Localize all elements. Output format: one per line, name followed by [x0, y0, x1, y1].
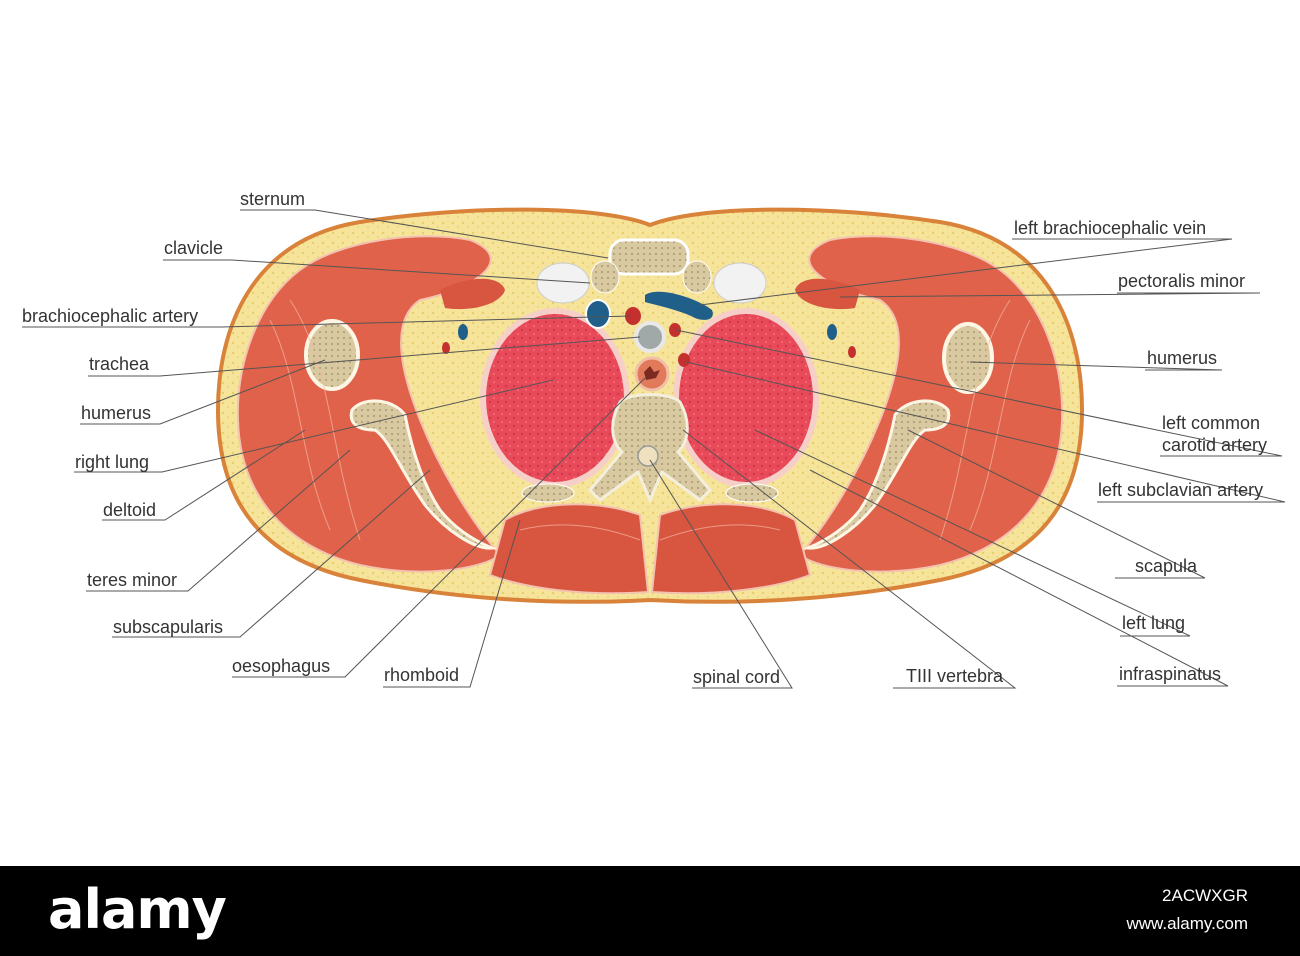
leader-subscapularis: [112, 469, 431, 638]
label-clavicle: clavicle: [164, 238, 224, 258]
label-humerus-left: humerus: [1147, 348, 1218, 368]
label-left-lung: left lung: [1122, 613, 1186, 633]
spinal-cord-shape: [637, 445, 659, 467]
leader-oesophagus: [232, 377, 646, 678]
label-pectoralis-minor: pectoralis minor: [1118, 271, 1246, 291]
leader-left-brachiocephalic-vein: [699, 238, 1233, 306]
label-left-common-carotid-artery: left common carotid artery: [1162, 413, 1268, 455]
label-left-brachiocephalic-vein: left brachiocephalic vein: [1014, 218, 1207, 238]
site-url[interactable]: www.alamy.com: [1126, 914, 1248, 933]
clavicle-bone: [536, 262, 590, 304]
leader-clavicle: [163, 259, 591, 284]
label-sternum: sternum: [240, 189, 306, 209]
leader-right-lung: [74, 379, 554, 473]
label-subscapularis: subscapularis: [113, 617, 224, 637]
leader-sternum: [240, 209, 609, 259]
leader-humerus-left: [969, 361, 1223, 371]
scapula-left-bone: [802, 399, 951, 550]
footer-bar: alamy 2ACWXGR www.alamy.com: [0, 866, 1300, 956]
left-brachiocephalic-vein-shape: [645, 291, 713, 320]
leader-left-common-carotid-artery: [675, 329, 1283, 457]
leader-humerus-right: [80, 359, 326, 425]
leader-t3-vertebra: [682, 429, 1017, 689]
leader-left-subclavian-artery: [685, 361, 1286, 503]
right-lung-shape: [480, 308, 630, 488]
oesophagus-lumen: [644, 366, 660, 380]
leader-left-lung: [754, 429, 1191, 637]
leader-rhomboid: [383, 519, 521, 688]
label-scapula: scapula: [1135, 556, 1198, 576]
first-rib-left: [682, 260, 712, 294]
label-left-subclavian-artery: left subclavian artery: [1098, 480, 1264, 500]
image-id: 2ACWXGR: [1162, 886, 1248, 905]
leader-lines: [22, 209, 1286, 689]
humerus-right-bone: [304, 319, 360, 391]
leader-infraspinatus: [809, 469, 1229, 687]
leader-pectoralis-minor: [839, 292, 1261, 298]
leader-deltoid: [102, 429, 306, 521]
axillary-artery-left: [848, 346, 856, 358]
axillary-vein-right: [458, 324, 468, 340]
left-lung-shape: [673, 308, 819, 488]
leader-spinal-cord: [649, 459, 793, 689]
back-muscle-left: [650, 503, 812, 595]
brachiocephalic-artery-shape: [625, 307, 641, 325]
pectoral-muscle-left: [795, 278, 860, 310]
label-brachiocephalic-artery: brachiocephalic artery: [22, 306, 199, 326]
label-humerus-right: humerus: [81, 403, 152, 423]
anatomy-figure: sternum clavicle brachiocephalic artery …: [22, 189, 1286, 689]
axillary-artery-right: [442, 342, 450, 354]
leader-teres-minor: [86, 449, 351, 592]
leader-scapula: [907, 429, 1206, 579]
sternum-bone: [608, 238, 690, 276]
label-infraspinatus: infraspinatus: [1119, 664, 1222, 684]
rib-right: [521, 483, 575, 503]
label-t3-vertebra: TIII vertebra: [906, 666, 1004, 686]
rib-left: [725, 483, 779, 503]
label-teres-minor: teres minor: [87, 570, 178, 590]
label-trachea: trachea: [89, 354, 150, 374]
left-subclavian-shape: [678, 353, 690, 367]
clavicle-bone-left: [713, 262, 767, 304]
svc-vein: [585, 299, 611, 329]
first-rib-right: [590, 260, 620, 294]
leader-trachea: [88, 336, 641, 377]
left-common-carotid-shape: [669, 323, 681, 337]
leader-brachiocephalic-artery: [22, 315, 631, 328]
label-spinal-cord: spinal cord: [693, 667, 781, 687]
axillary-vein-left: [827, 324, 837, 340]
trachea-shape: [634, 321, 666, 353]
pectoral-muscle-right: [440, 278, 505, 310]
label-rhomboid: rhomboid: [384, 665, 460, 685]
label-right-lung: right lung: [75, 452, 150, 472]
label-oesophagus: oesophagus: [232, 656, 331, 676]
brand-logo[interactable]: alamy: [48, 878, 227, 941]
label-deltoid: deltoid: [103, 500, 157, 520]
thorax-cross-section: [22, 207, 1286, 689]
back-muscle-right: [488, 503, 650, 595]
humerus-left-bone: [942, 322, 994, 394]
